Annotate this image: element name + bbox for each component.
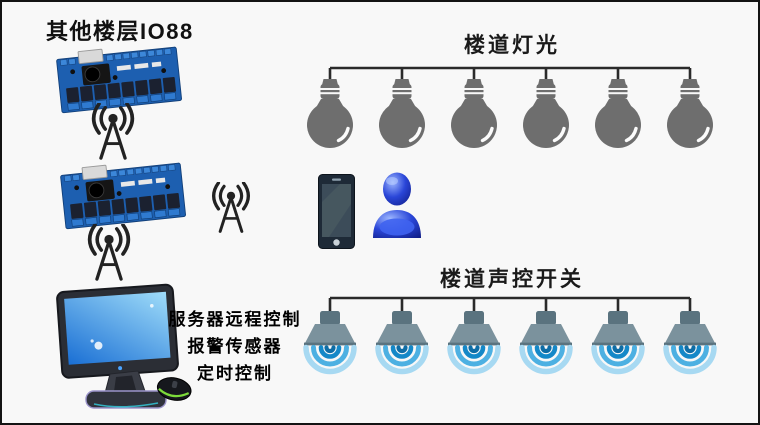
radio-antenna-icon — [80, 224, 138, 282]
sound-switch-network — [297, 296, 727, 390]
sound-switch-icon — [592, 311, 644, 372]
light-bulb-icon — [593, 79, 643, 149]
sound-switch-icon — [304, 311, 356, 372]
sound-switch-wire — [328, 296, 692, 312]
radio-antenna-icon — [205, 179, 257, 237]
smartphone-icon — [318, 174, 355, 249]
sound-switch-title: 楼道声控开关 — [440, 268, 584, 291]
sound-switch-icon — [520, 311, 572, 372]
light-bulb-icon — [305, 79, 355, 149]
lighting-wire — [328, 66, 692, 81]
other-floors-title: 其他楼层IO88 — [46, 19, 194, 44]
server-caption-line: 定时控制 — [197, 364, 273, 383]
server-caption: 服务器远程控制 报警传感器 定时控制 — [168, 306, 302, 387]
server-caption-line: 报警传感器 — [187, 337, 283, 356]
sound-switch-icon — [376, 311, 428, 372]
light-bulb-icon — [665, 79, 715, 149]
server-caption-line: 服务器远程控制 — [168, 310, 302, 329]
light-bulb-icon — [521, 79, 571, 149]
sound-switch-icon — [448, 311, 500, 372]
light-bulb-icon — [449, 79, 499, 149]
sound-switch-icon — [664, 311, 716, 372]
user-icon — [362, 170, 432, 240]
light-bulb-icon — [377, 79, 427, 149]
io-controller-board-icon — [50, 158, 196, 232]
radio-antenna-icon — [84, 103, 142, 161]
corridor-lighting-network — [305, 66, 715, 149]
corridor-lighting-title: 楼道灯光 — [464, 34, 560, 57]
